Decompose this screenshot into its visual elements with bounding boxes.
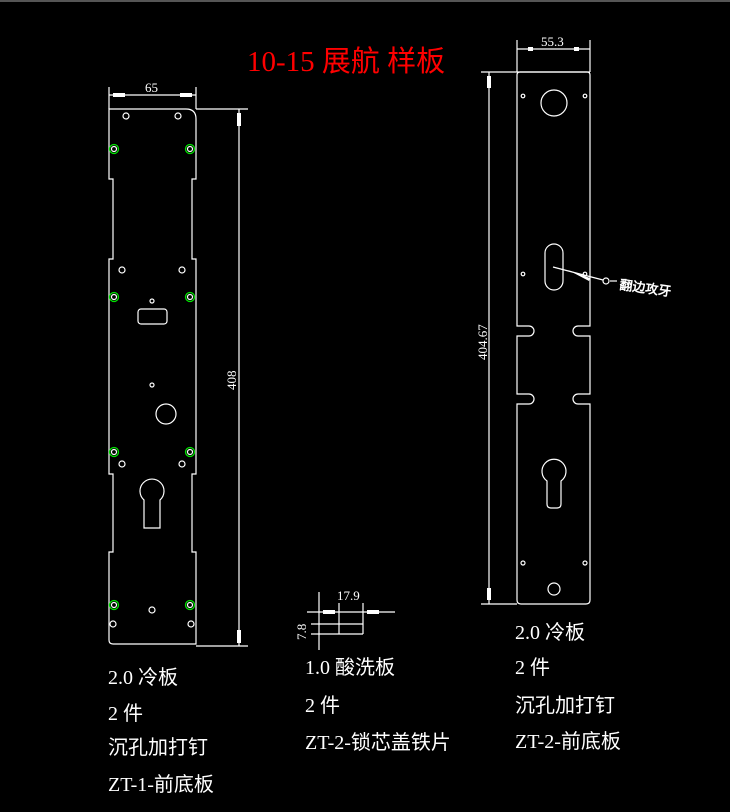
- keyhole-cutout: [139, 478, 165, 529]
- countersink-holes: [108, 143, 196, 611]
- material-note: 1.0 酸洗板: [305, 656, 395, 679]
- height-dimension: 404.67: [475, 324, 490, 360]
- quantity-note: 2 件: [515, 656, 550, 679]
- left-notes: 2.0 冷板 2 件 沉孔加打钉 ZT-1-前底板: [108, 666, 214, 796]
- left-plate: [108, 108, 197, 645]
- part-number: ZT-2-锁芯盖铁片: [305, 731, 451, 754]
- callout-text: 翻边攻牙: [619, 277, 673, 299]
- slot-cutout: [544, 243, 564, 291]
- height-dimension: 408: [224, 371, 239, 391]
- middle-notes: 1.0 酸洗板 2 件 ZT-2-锁芯盖铁片: [305, 656, 451, 754]
- handle-hole: [155, 403, 177, 425]
- process-note: 沉孔加打钉: [515, 694, 615, 717]
- width-dimension: 55.3: [541, 34, 564, 49]
- height-dimension: 7.8: [294, 624, 309, 640]
- part-number: ZT-1-前底板: [108, 773, 214, 796]
- drawing-title: 10-15 展航 样板: [247, 45, 445, 78]
- width-dimension: 65: [145, 80, 158, 95]
- left-dimensions: 65 408: [108, 80, 248, 647]
- material-note: 2.0 冷板: [108, 666, 178, 689]
- right-plate: [516, 71, 591, 605]
- right-notes: 2.0 冷板 2 件 沉孔加打钉 ZT-2-前底板: [515, 621, 621, 753]
- material-note: 2.0 冷板: [515, 621, 585, 644]
- right-dimensions: 55.3 404.67: [475, 34, 591, 605]
- quantity-note: 2 件: [305, 694, 340, 717]
- width-dimension: 17.9: [337, 588, 360, 603]
- flange-tap-callout: 翻边攻牙: [552, 266, 673, 299]
- part-number: ZT-2-前底板: [515, 730, 621, 753]
- quantity-note: 2 件: [108, 702, 143, 725]
- handle-hole: [540, 89, 568, 117]
- keyhole-cutout: [541, 458, 567, 509]
- middle-part: 17.9 7.8: [294, 588, 395, 650]
- process-note: 沉孔加打钉: [108, 736, 208, 759]
